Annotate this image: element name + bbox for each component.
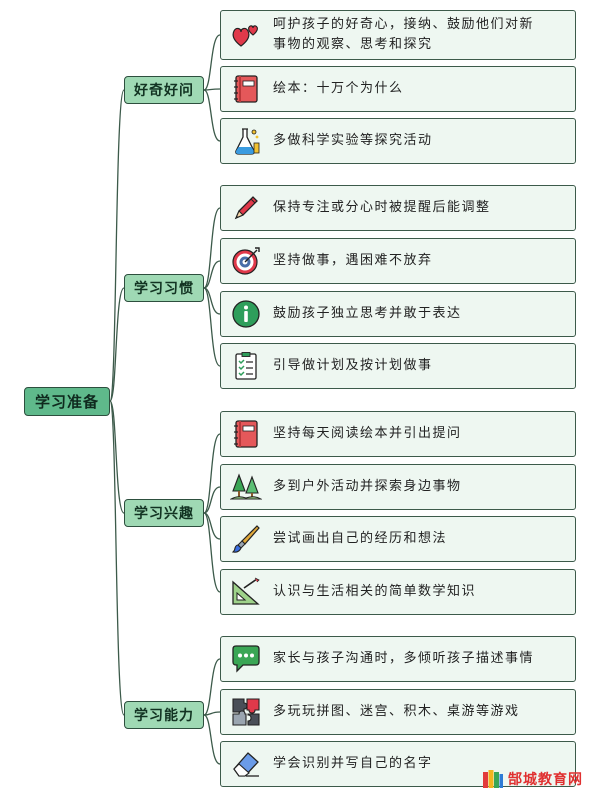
leaf-text-line: 呵护孩子的好奇心，接纳、鼓励他们对新 bbox=[273, 17, 535, 32]
leaf-item: 多玩玩拼图、迷宫、积木、桌游等游戏 bbox=[220, 689, 576, 735]
leaf-item: 呵护孩子的好奇心，接纳、鼓励他们对新 事物的观察、思考和探究 bbox=[220, 10, 576, 60]
leaf-text-line: 事物的观察、思考和探究 bbox=[273, 37, 433, 52]
category-leaf-connector bbox=[203, 658, 221, 716]
pencil-icon bbox=[229, 191, 263, 225]
root-category-connector bbox=[109, 287, 125, 402]
category-leaf-connector bbox=[203, 260, 221, 289]
puzzle-icon bbox=[229, 695, 263, 729]
category-leaf-connector bbox=[203, 88, 221, 91]
trees-icon bbox=[229, 470, 263, 504]
category-label: 学习兴趣 bbox=[134, 506, 194, 522]
category-node: 好奇好问 bbox=[124, 76, 204, 104]
root-node: 学习准备 bbox=[24, 387, 110, 416]
leaf-item: 尝试画出自己的经历和想法 bbox=[220, 516, 576, 562]
root-category-connector bbox=[109, 400, 125, 716]
leaf-text: 尝试画出自己的经历和想法 bbox=[273, 531, 448, 546]
category-leaf-connector bbox=[203, 433, 221, 514]
category-node: 学习能力 bbox=[124, 701, 204, 729]
category-leaf-connector bbox=[203, 714, 221, 765]
leaf-item: 鼓励孩子独立思考并敢于表达 bbox=[220, 291, 576, 337]
leaf-item: 引导做计划及按计划做事 bbox=[220, 343, 576, 389]
leaf-text: 引导做计划及按计划做事 bbox=[273, 358, 433, 373]
category-leaf-connector bbox=[203, 486, 221, 514]
leaf-item: 绘本：十万个为什么 bbox=[220, 66, 576, 112]
chat-icon bbox=[229, 642, 263, 676]
leaf-text: 家长与孩子沟通时，多倾听孩子描述事情 bbox=[273, 651, 535, 666]
watermark: 郜城教育网 bbox=[482, 768, 583, 790]
leaf-text: 呵护孩子的好奇心，接纳、鼓励他们对新 事物的观察、思考和探究 bbox=[273, 15, 534, 55]
leaf-item: 坚持做事，遇困难不放弃 bbox=[220, 238, 576, 284]
category-leaf-connector bbox=[203, 512, 221, 593]
leaf-text: 多玩玩拼图、迷宫、积木、桌游等游戏 bbox=[273, 704, 520, 719]
category-leaf-connector bbox=[203, 207, 221, 289]
leaf-item: 学会识别并写自己的名字 bbox=[220, 741, 576, 787]
leaf-text: 多到户外活动并探索身边事物 bbox=[273, 479, 462, 494]
leaf-text: 坚持每天阅读绘本并引出提问 bbox=[273, 426, 462, 441]
paintbrush-icon bbox=[229, 522, 263, 556]
leaf-text: 多做科学实验等探究活动 bbox=[273, 133, 433, 148]
leaf-item: 多做科学实验等探究活动 bbox=[220, 118, 576, 164]
eraser-icon bbox=[229, 747, 263, 781]
root-label: 学习准备 bbox=[34, 393, 99, 411]
category-label: 好奇好问 bbox=[134, 83, 194, 99]
category-leaf-connector bbox=[203, 711, 221, 716]
leaf-text: 坚持做事，遇困难不放弃 bbox=[273, 253, 433, 268]
root-category-connector bbox=[109, 400, 125, 514]
leaf-item: 认识与生活相关的简单数学知识 bbox=[220, 569, 576, 615]
leaf-item: 家长与孩子沟通时，多倾听孩子描述事情 bbox=[220, 636, 576, 682]
notebook-icon bbox=[229, 72, 263, 106]
category-label: 学习习惯 bbox=[134, 281, 194, 297]
category-node: 学习习惯 bbox=[124, 274, 204, 302]
category-label: 学习能力 bbox=[134, 708, 194, 724]
notebook-icon bbox=[229, 417, 263, 451]
hearts-icon bbox=[229, 18, 263, 52]
leaf-text: 认识与生活相关的简单数学知识 bbox=[273, 584, 477, 599]
checklist-icon bbox=[229, 349, 263, 383]
leaf-item: 多到户外活动并探索身边事物 bbox=[220, 464, 576, 510]
leaf-item: 保持专注或分心时被提醒后能调整 bbox=[220, 185, 576, 231]
category-leaf-connector bbox=[203, 287, 221, 367]
category-leaf-connector bbox=[203, 34, 221, 91]
category-node: 学习兴趣 bbox=[124, 499, 204, 527]
root-category-connector bbox=[109, 89, 125, 402]
leaf-text: 学会识别并写自己的名字 bbox=[273, 756, 433, 771]
leaf-text: 鼓励孩子独立思考并敢于表达 bbox=[273, 306, 462, 321]
leaf-text: 绘本：十万个为什么 bbox=[273, 81, 404, 96]
watermark-text: 郜城教育网 bbox=[508, 772, 583, 788]
category-leaf-connector bbox=[203, 89, 221, 142]
leaf-item: 坚持每天阅读绘本并引出提问 bbox=[220, 411, 576, 457]
books-logo-icon bbox=[482, 768, 504, 790]
leaf-text: 保持专注或分心时被提醒后能调整 bbox=[273, 200, 491, 215]
flask-icon bbox=[229, 124, 263, 158]
geometry-icon bbox=[229, 575, 263, 609]
info-icon bbox=[229, 297, 263, 331]
target-icon bbox=[229, 244, 263, 278]
